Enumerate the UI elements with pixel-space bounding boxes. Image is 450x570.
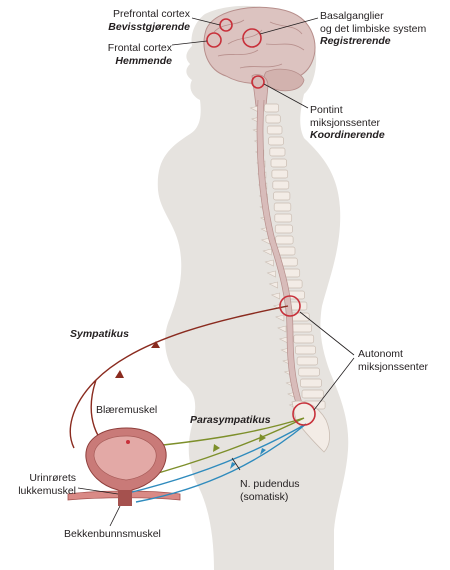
parasympathetic-nerve xyxy=(139,417,305,479)
vertebra xyxy=(264,103,279,113)
bladder-point-red xyxy=(126,440,130,444)
vertebra-process xyxy=(268,281,278,289)
label-bladder-muscle: Blæremuskel xyxy=(96,404,157,417)
label-sympathetic: Sympatikus xyxy=(70,328,129,341)
vertebra xyxy=(273,191,291,201)
vertebra-process xyxy=(262,248,272,256)
label-autonomic-center: Autonomt miksjonssenter xyxy=(358,348,428,373)
prefrontal-name: Prefrontal cortex xyxy=(112,8,190,20)
spinal-cord-outline xyxy=(256,99,306,413)
vertebra-process xyxy=(270,292,280,300)
spinal-cord xyxy=(257,97,305,415)
pelvic-floor-text: Bekkenbunnsmuskel xyxy=(64,528,161,540)
vertebra xyxy=(293,334,315,344)
vertebra-process xyxy=(264,259,274,267)
vertebra xyxy=(269,147,286,157)
pudendal-arrow-2 xyxy=(230,462,236,469)
urethra-line1: Urinrørets xyxy=(29,472,76,484)
vertebra xyxy=(300,378,322,388)
label-pontine-center: Pontint miksjonssenter Koordinerende xyxy=(310,104,385,142)
parasympathetic-text: Parasympatikus xyxy=(190,414,271,426)
pudendal-line1: N. pudendus xyxy=(240,478,300,490)
marker-frontal xyxy=(206,32,222,48)
label-pudendal-nerve: N. pudendus (somatisk) xyxy=(240,478,300,503)
vertebra xyxy=(276,246,296,256)
pudendal-arrow-1 xyxy=(260,448,266,455)
markers xyxy=(206,18,316,426)
bladder-muscle-text: Blæremuskel xyxy=(96,404,158,416)
marker-basal xyxy=(242,28,262,48)
vertebrae xyxy=(249,103,326,410)
frontal-role: Hemmende xyxy=(115,54,172,67)
bladder-inner xyxy=(93,435,157,481)
leader-lines xyxy=(77,17,355,527)
vertebra-process xyxy=(275,314,285,322)
vertebra xyxy=(301,389,324,399)
basal-role: Registrerende xyxy=(320,35,391,47)
label-prefrontal-cortex: Prefrontal cortex Bevisstgjørende xyxy=(82,8,190,33)
autonomic-line1: Autonomt xyxy=(358,348,403,360)
vertebra xyxy=(298,367,320,377)
label-urethra-sphincter: Urinrørets lukkemuskel xyxy=(0,472,76,497)
vertebra xyxy=(296,356,318,366)
vertebra xyxy=(265,114,281,124)
vertebra xyxy=(272,180,290,190)
vertebra xyxy=(271,169,289,179)
sympathetic-arrow-1 xyxy=(151,341,160,348)
basal-line1: Basalganglier xyxy=(320,10,384,22)
autonomic-line2: miksjonssenter xyxy=(358,360,429,373)
vertebra xyxy=(295,345,316,355)
label-frontal-cortex: Frontal cortex Hemmende xyxy=(82,42,172,67)
marker-autonomic-lower xyxy=(292,402,316,426)
label-basal-ganglia: Basalganglier og det limbiske system Reg… xyxy=(320,10,426,48)
sympathetic-text: Sympatikus xyxy=(70,328,129,340)
marker-pontine xyxy=(251,75,265,89)
vertebra xyxy=(268,136,284,146)
label-parasympathetic: Parasympatikus xyxy=(190,414,271,427)
vertebra-process xyxy=(266,270,276,278)
pontine-line1: Pontint xyxy=(310,104,343,116)
vertebra xyxy=(266,125,283,135)
parasympathetic-arrow-1 xyxy=(259,434,266,442)
label-pelvic-floor: Bekkenbunnsmuskel xyxy=(64,528,161,541)
prefrontal-role: Bevisstgjørende xyxy=(108,20,190,33)
vertebra xyxy=(291,323,312,333)
urethra-line2: lukkemuskel xyxy=(18,484,76,497)
pontine-role: Koordinerende xyxy=(310,129,385,141)
parasympathetic-arrow-2 xyxy=(213,444,220,452)
vertebra-process xyxy=(277,325,287,333)
pudendal-line2: (somatisk) xyxy=(240,490,289,503)
basal-line2: og det limbiske system xyxy=(320,22,427,35)
brain xyxy=(203,6,316,84)
vertebra xyxy=(270,158,287,168)
pudendal-nerve xyxy=(123,423,307,503)
pontine-line2: miksjonssenter xyxy=(310,116,381,129)
vertebra xyxy=(275,235,294,245)
vertebra xyxy=(274,213,293,223)
frontal-name: Frontal cortex xyxy=(107,42,172,54)
vertebra xyxy=(273,202,292,212)
urethra-sphincter xyxy=(118,490,132,506)
marker-autonomic-upper xyxy=(279,295,301,317)
sympathetic-arrow-2 xyxy=(115,370,124,378)
vertebra xyxy=(274,224,293,234)
